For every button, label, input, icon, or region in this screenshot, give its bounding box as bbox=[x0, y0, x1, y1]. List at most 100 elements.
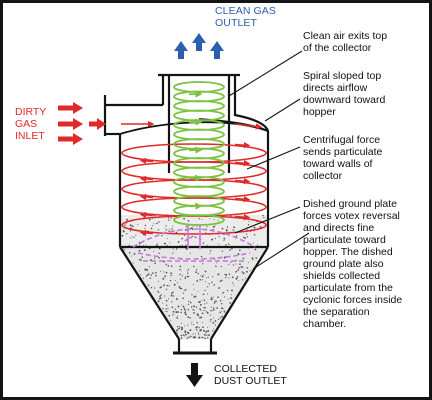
dust-particle bbox=[221, 227, 224, 230]
dust-particle bbox=[175, 298, 178, 301]
outer-vortex-arrow bbox=[234, 213, 251, 221]
dust-particle bbox=[197, 272, 199, 275]
dust-particle bbox=[220, 307, 223, 310]
dust-particle bbox=[193, 312, 195, 314]
dust-particle bbox=[201, 312, 204, 315]
dust-particle bbox=[238, 280, 239, 282]
inner-vortex bbox=[173, 81, 225, 226]
dust-particle bbox=[137, 223, 139, 226]
dust-particle bbox=[207, 326, 209, 328]
inlet-arrow-head bbox=[97, 118, 106, 130]
dust-particle bbox=[247, 223, 250, 226]
dust-particle bbox=[180, 278, 182, 280]
dust-particle bbox=[256, 244, 259, 246]
inlet-arrow-head bbox=[73, 102, 83, 114]
dust-particle bbox=[239, 249, 241, 251]
dust-particle bbox=[243, 236, 245, 238]
dust-particle bbox=[197, 314, 200, 317]
inner-vortex-loop bbox=[173, 185, 225, 198]
dust-particle bbox=[230, 215, 232, 217]
dust-particle bbox=[182, 334, 185, 336]
dust-particle bbox=[207, 330, 210, 332]
dust-particle bbox=[129, 224, 132, 227]
dust-particle bbox=[194, 336, 197, 338]
dust-particle bbox=[154, 257, 156, 260]
clean-gas-outlet-tube bbox=[158, 73, 240, 173]
dust-particle bbox=[128, 244, 130, 246]
dust-particle bbox=[133, 236, 135, 238]
dust-particle bbox=[190, 306, 193, 308]
dust-particle bbox=[142, 234, 145, 236]
dust-particle bbox=[183, 325, 185, 327]
dust-particle bbox=[150, 274, 152, 276]
dust-particle bbox=[209, 252, 211, 254]
dust-particle bbox=[195, 271, 198, 273]
dust-particle bbox=[213, 284, 215, 286]
dust-particle bbox=[191, 321, 193, 323]
dust-particle bbox=[167, 298, 170, 300]
dust-particle bbox=[193, 309, 195, 311]
dust-particle bbox=[219, 317, 221, 319]
dust-particle bbox=[130, 255, 132, 257]
gas-inlet-duct bbox=[103, 95, 163, 136]
dust-particle bbox=[219, 287, 221, 289]
dust-particle bbox=[185, 276, 187, 278]
dust-particle bbox=[121, 234, 124, 237]
collector-body bbox=[118, 91, 270, 355]
dust-particle bbox=[231, 289, 233, 292]
dust-particle bbox=[168, 285, 170, 287]
dust-particle bbox=[185, 333, 187, 336]
dust-particle bbox=[197, 332, 199, 334]
dust-particle bbox=[188, 336, 190, 339]
outlet-arrow-shaft bbox=[196, 41, 202, 51]
dust-particle bbox=[171, 275, 173, 277]
dust-particle bbox=[176, 325, 179, 328]
dust-particle bbox=[225, 276, 227, 279]
outlet-arrow-shaft bbox=[214, 49, 220, 59]
dust-particle bbox=[161, 235, 163, 237]
dust-particle bbox=[225, 244, 227, 246]
dust-particle bbox=[145, 244, 147, 246]
outer-vortex-arrow bbox=[234, 195, 251, 203]
dust-particle bbox=[208, 334, 210, 336]
dust-particle bbox=[206, 311, 208, 313]
outlet-arrow-head bbox=[174, 41, 188, 51]
dust-particle bbox=[220, 303, 223, 305]
dust-particle bbox=[187, 275, 190, 278]
dust-particle bbox=[156, 222, 158, 225]
dust-particle bbox=[213, 218, 215, 221]
dust-particle bbox=[239, 263, 241, 266]
clean-gas-outlet-arrows bbox=[174, 33, 224, 59]
dust-particle bbox=[253, 234, 256, 236]
dirty-gas-inlet-label: DIRTY GAS INLET bbox=[15, 106, 47, 142]
dust-particle bbox=[188, 300, 190, 302]
dust-particle bbox=[212, 321, 215, 324]
dust-particle bbox=[207, 276, 209, 278]
dust-particle bbox=[187, 272, 189, 274]
dust-particle bbox=[194, 295, 197, 298]
dust-particle bbox=[198, 336, 201, 338]
dust-particle bbox=[168, 314, 171, 317]
dust-particle bbox=[244, 236, 246, 239]
dust-particle bbox=[163, 271, 165, 273]
dust-particle bbox=[214, 324, 216, 326]
dust-particle bbox=[242, 279, 244, 281]
dust-particle bbox=[211, 281, 213, 284]
dust-particle bbox=[148, 218, 151, 221]
dust-particle bbox=[194, 333, 196, 335]
dust-particle bbox=[178, 326, 181, 328]
dust-particle bbox=[223, 237, 226, 240]
dust-particle bbox=[212, 296, 214, 298]
dust-particle bbox=[186, 338, 188, 340]
dust-particle bbox=[202, 326, 204, 329]
dust-particle bbox=[217, 273, 220, 276]
dust-particle bbox=[210, 318, 212, 321]
outlet-arrow-shaft bbox=[178, 49, 184, 59]
dust-particle bbox=[204, 307, 206, 309]
inlet-arrow-shaft bbox=[89, 121, 101, 127]
dust-particle bbox=[177, 242, 179, 244]
dust-particle bbox=[160, 294, 163, 296]
dust-particle bbox=[201, 322, 203, 324]
inner-vortex-loop bbox=[173, 100, 225, 112]
dust-particle bbox=[210, 309, 212, 312]
